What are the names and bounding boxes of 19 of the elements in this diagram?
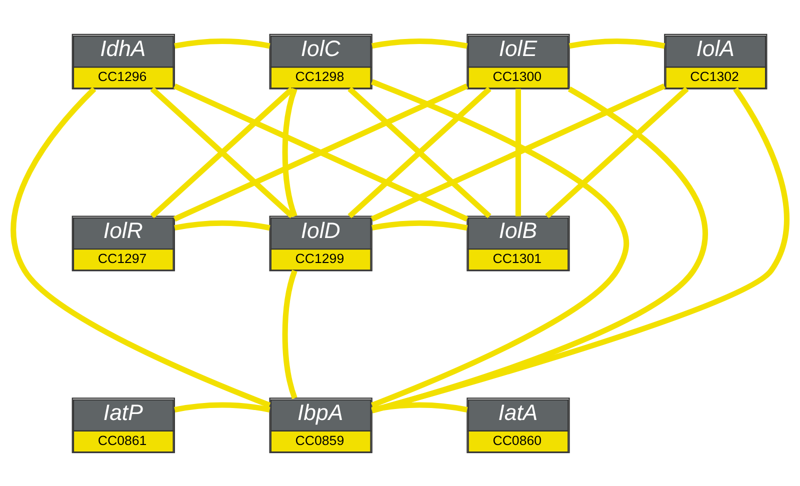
connector: [174, 38, 270, 48]
connector: [173, 83, 468, 222]
connector: [545, 86, 689, 218]
connector: [348, 86, 492, 218]
connector: [11, 86, 271, 408]
connector: [371, 86, 708, 413]
connector: [372, 402, 468, 412]
connector: [282, 269, 298, 398]
connector: [371, 86, 790, 413]
connector: [372, 38, 468, 48]
connector: [174, 220, 270, 230]
connector: [515, 88, 521, 216]
connector: [174, 402, 270, 412]
connector: [282, 88, 298, 217]
connector: [569, 38, 666, 48]
connector: [372, 220, 468, 230]
connector: [370, 83, 666, 222]
connector: [370, 78, 629, 408]
connector: [150, 86, 294, 218]
